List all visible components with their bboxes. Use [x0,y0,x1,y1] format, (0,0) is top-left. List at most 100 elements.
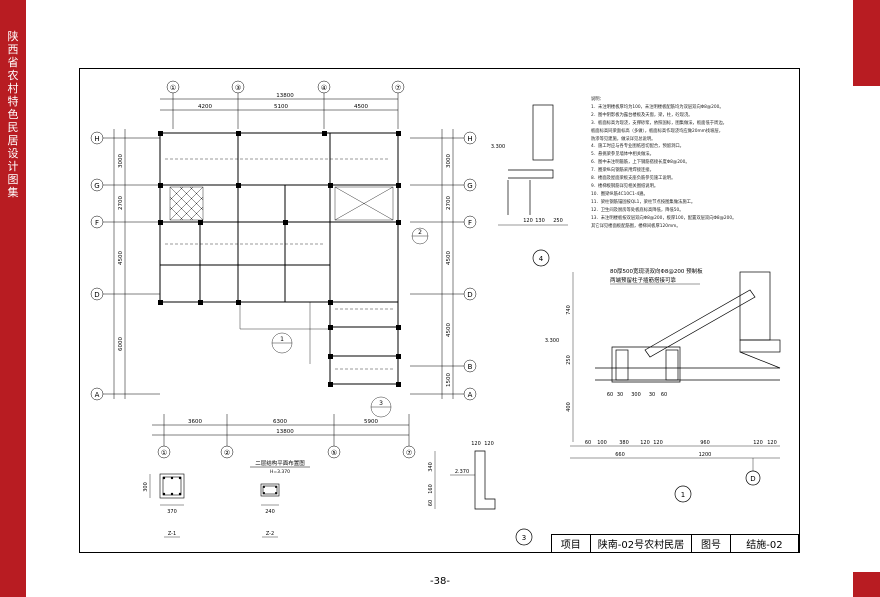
title-block: 项目 陕南-02号农村民居 图号 结施-02 [551,534,799,553]
dim: 1500 [446,373,452,387]
column-z2-width: 240 [265,509,275,515]
right-axis-label: F [468,219,472,227]
dim: 250 [553,218,563,224]
plan-title: 二层结构平面布置图 [255,459,305,467]
dim: 250 [566,355,572,365]
section-mark-label: 3 [379,400,383,407]
dim: 5100 [274,104,288,110]
section-1-elev: 3.300 [545,338,559,344]
note-item: 10．圈梁纵筋4C10C1-4遍。 [591,191,648,197]
dim: 1200 [699,452,712,458]
dim: 4500 [446,251,452,265]
left-axis-label: D [94,291,99,299]
dim: 30 [649,392,655,398]
bottom-axis-label: ⑤ [331,449,337,457]
title-drawing-no-label: 图号 [692,535,731,552]
dim: 120 [767,440,777,446]
general-notes: 说明： 1．未注明楼板厚均为100，未注明楼板配筋均为双层双向Φ8@200。 2… [591,96,796,230]
dim: 120 [640,440,650,446]
dim: 4500 [446,323,452,337]
note-item: 7．圈梁纵向钢筋采用焊接连接。 [591,168,654,174]
note-item: 6．图中未注明箍筋，上下钢筋搭接长度Φ8@200。 [591,160,690,166]
section-1-callout: 80厚500宽现浇双向Φ8@200 预制板 [610,267,703,275]
top-axis-label: ⑦ [395,84,401,92]
right-axis-label: A [468,391,473,399]
dim: 120 [653,440,663,446]
dim: 120 [484,441,494,447]
axis-d-label: D [750,475,755,483]
dim: 4500 [118,251,124,265]
note-item: 其它详见楼面板配筋图，楼梯间板厚120mm。 [591,223,681,229]
right-axis-label: B [468,363,473,371]
dim: 740 [566,305,572,315]
top-axis-label: ③ [235,84,241,92]
column-z2-label: Z-2 [266,531,274,537]
section-4-mark-label: 4 [539,255,544,263]
right-tab [853,0,880,86]
section-3-elev: 2.370 [455,469,469,475]
note-item: 板面标高同梁面标高（多做），板面标高作现浇均应做20mm找坡层， [591,128,723,134]
bottom-axis-label: ② [224,449,230,457]
structural-plan: ① ③ ④ ⑦ ① ② ⑤ ⑦ H G F D A H G F D B A 1 … [90,80,533,546]
footer-red-right [853,572,880,597]
left-axis-label: F [95,219,99,227]
left-axis-label: G [94,182,99,190]
note-item: 11．梁柱钢筋锚固按QL1，梁柱节点按图集做法施工。 [591,199,696,205]
dim: 2700 [446,196,452,210]
column-z2 [260,483,280,497]
notes-heading: 说明： [591,97,604,102]
footer-red-left [0,572,26,597]
dim: 60 [428,500,434,506]
left-axis-label: H [94,135,99,143]
dim: 130 [535,218,545,224]
dim: 120 [471,441,481,447]
column-z1 [159,473,185,499]
section-1-detail: 80厚500宽现浇双向Φ8@200 预制板 两端预留柱子插筋搭接可靠 3.300… [545,267,781,503]
section-1-callout2: 两端预留柱子插筋搭接可靠 [610,276,677,284]
note-item: 9．楼梯板钢筋详见相关图纸说明。 [591,183,659,189]
dim: 60 [585,440,591,446]
dim: 4200 [198,104,212,110]
note-item: 1．未注明楼板厚均为100，未注明楼板配筋均为双层双向Φ8@200。 [591,104,724,110]
section-4-detail: 3.300 120 130 250 4 [491,104,568,267]
section-1-mark-label: 1 [681,491,685,499]
page-number: -38- [430,576,450,587]
left-band [0,0,26,597]
section-3-mark-label: 3 [522,534,526,542]
left-axis-label: A [95,391,100,399]
title-project-name: 陕南-02号农村民居 [591,535,693,552]
note-item: 防渗等见建施，做法详见总说明。 [591,136,656,142]
right-axis-label: D [467,291,472,299]
section-mark-label: 1 [280,336,284,343]
right-axis-label: H [467,135,472,143]
right-axis-label: G [467,182,472,190]
dim: 5900 [364,419,378,425]
dim: 380 [619,440,629,446]
dim: 100 [597,440,607,446]
note-item: 4．施工时应与各专业图纸密切配合，预留洞口。 [591,144,684,150]
dim: 120 [753,440,763,446]
dim-total: 13800 [276,93,294,99]
dim: 3000 [118,154,124,168]
dim: 60 [661,392,667,398]
plan-outline [159,132,399,303]
dim: 30 [617,392,623,398]
section-mark-label: 2 [418,229,422,236]
note-item: 3．板面标高为现浇，支撑砂浆，依照国标，图集做法，板面低于周边。 [591,120,727,126]
dim: 120 [523,218,533,224]
note-item: 13．未注明楼板按双层双向Φ8@200，板厚100，配置双层双向Φ8@200。 [591,215,737,221]
note-item: 2．图中阴影板为露台楼板及天窗，梁，柱，砼现浇。 [591,112,693,118]
plan-elevation: H=3.370 [270,469,290,475]
top-axis-label: ① [170,84,176,92]
column-z1-height: 300 [143,482,149,492]
section-1-mark [674,485,692,503]
dim: 960 [700,440,710,446]
dim: 6300 [273,419,287,425]
dim-total: 13800 [276,429,294,435]
bottom-axis-label: ① [161,449,167,457]
top-axis-label: ④ [321,84,327,92]
dim: 6000 [118,337,124,351]
title-drawing-no: 结施-02 [746,540,783,551]
dim: 3000 [446,154,452,168]
section-4-mark [532,249,550,267]
